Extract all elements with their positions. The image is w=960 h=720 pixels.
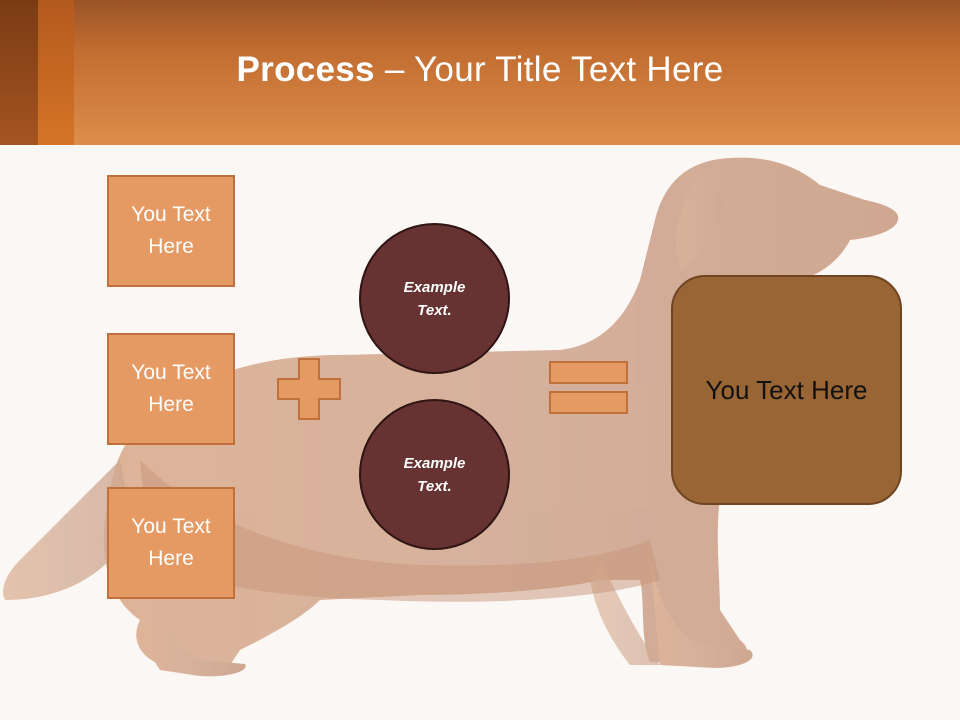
equals-icon <box>549 361 628 414</box>
header-stripe <box>38 0 74 145</box>
example-circle: Example Text. <box>359 399 510 550</box>
input-box: You Text Here <box>107 175 235 287</box>
example-circle: Example Text. <box>359 223 510 374</box>
header-band <box>0 0 960 145</box>
result-box: You Text Here <box>671 275 902 505</box>
header-stripe <box>0 0 38 145</box>
input-box: You Text Here <box>107 333 235 445</box>
input-box: You Text Here <box>107 487 235 599</box>
plus-icon <box>277 358 341 420</box>
slide-title: Process – Your Title Text Here <box>0 50 960 90</box>
title-bold: Process <box>236 50 375 89</box>
title-rest: – Your Title Text Here <box>374 50 724 89</box>
